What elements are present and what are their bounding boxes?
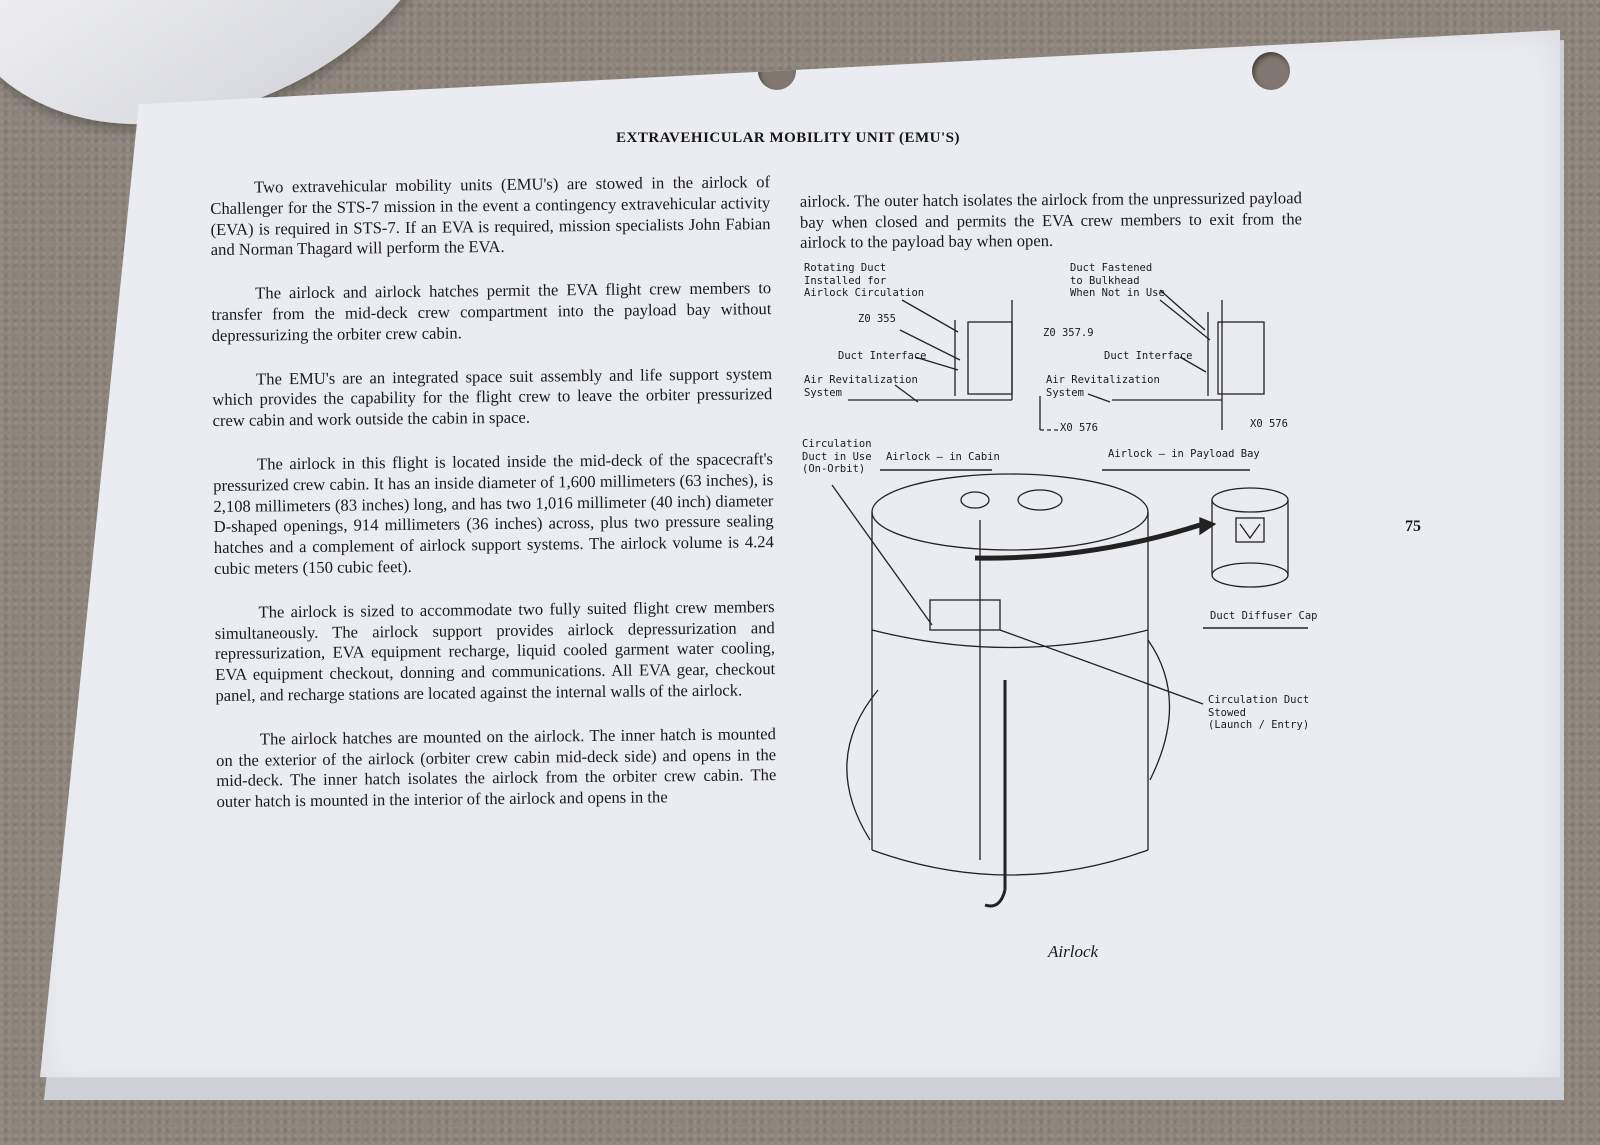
airlock-in-payload-bay-schematic: [1112, 299, 1265, 430]
label-rotating-duct: Rotating Duct Installed for Airlock Circ…: [804, 262, 925, 299]
label-airlock-in-cabin: Airlock — in Cabin: [886, 451, 1000, 463]
label-duct-interface-left: Duct Interface: [838, 350, 927, 362]
label-x0-576-right: X0 576: [1250, 418, 1288, 430]
duct-diffuser-cap-drawing: [1211, 487, 1289, 588]
page-heading: EXTRAVEHICULAR MOBILITY UNIT (EMU'S): [615, 130, 961, 146]
page-number: 75: [1405, 518, 1421, 535]
label-circulation-duct-in-use: Circulation Duct in Use (On-Orbit): [802, 438, 872, 475]
airlock-in-cabin-schematic: [848, 300, 1060, 431]
document-page: [40, 30, 1560, 1078]
label-airlock-in-payload-bay: Airlock — in Payload Bay: [1108, 448, 1260, 460]
airlock-cylinder: [846, 473, 1171, 908]
label-duct-fastened: Duct Fastened to Bulkhead When Not in Us…: [1070, 262, 1165, 299]
label-x0-576-left: X0 576: [1060, 422, 1098, 434]
label-air-revitalization-right: Air Revitalization System: [1046, 374, 1160, 399]
cabin-airlock-underlines: [880, 469, 1308, 629]
cap-pointer-arrow: [974, 522, 1201, 561]
label-duct-diffuser-cap: Duct Diffuser Cap: [1210, 610, 1318, 622]
label-air-revitalization-left: Air Revitalization System: [804, 374, 918, 399]
binder-hole-right: [1252, 52, 1290, 90]
label-z0-355: Z0 355: [858, 313, 896, 325]
label-circulation-duct-stowed: Circulation Duct Stowed (Launch / Entry): [1208, 694, 1310, 731]
label-duct-interface-right: Duct Interface: [1104, 350, 1193, 362]
label-z0-357-9: Z0 357.9: [1043, 327, 1094, 339]
figure-caption: Airlock: [1048, 942, 1099, 961]
